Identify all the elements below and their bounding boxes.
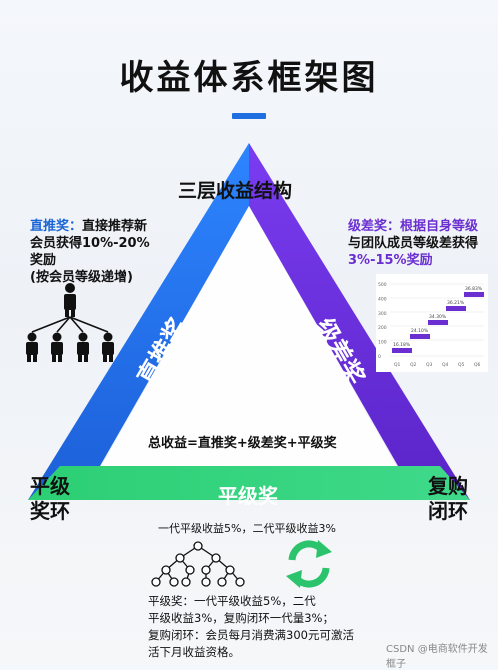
direct-bonus-description: 直推奖：直接推荐新会员获得10%-20%奖励 (按会员等级递增) bbox=[30, 218, 150, 286]
mini-chart-y-tick: 100 bbox=[378, 340, 387, 346]
mini-chart-bar-label: 24.10% bbox=[411, 328, 429, 334]
structure-title: 三层收益结构 bbox=[178, 180, 293, 202]
flat-loop-line-2: 奖环 bbox=[30, 499, 70, 523]
level-diff-side bbox=[249, 143, 470, 500]
mini-chart-x-tick: Q5 bbox=[458, 362, 465, 368]
mini-chart-bar bbox=[410, 334, 430, 339]
mini-chart-bar-label: 16.18% bbox=[393, 342, 411, 348]
level-diff-mini-chart: 500 400 300 200 100 0 Q1 Q2 Q3 Q4 Q5 Q6 16.18% 24.1… bbox=[376, 274, 488, 372]
people-hierarchy-icon bbox=[26, 283, 114, 362]
mini-chart-bar-label: 34.30% bbox=[429, 314, 447, 320]
network-tree-icon bbox=[151, 541, 245, 587]
refresh-cycle-icon bbox=[286, 540, 332, 588]
explanation-line-3: 复购闭环：会员每月消费满300元可激活 bbox=[148, 628, 354, 642]
explanation-line-2: 平级收益3%，复购闭环一代量3%； bbox=[148, 611, 334, 625]
mini-chart-bar bbox=[428, 320, 448, 325]
mini-chart-bar-label: 36.21% bbox=[447, 300, 465, 306]
flat-bonus-base bbox=[28, 466, 470, 500]
mini-chart-bar bbox=[464, 292, 484, 297]
direct-bonus-side bbox=[28, 143, 249, 500]
generation-rates: 一代平级收益5%，二代平级收益3% bbox=[158, 522, 336, 535]
repurchase-loop-corner-label: 复购 闭环 bbox=[428, 474, 468, 524]
repurchase-line-2: 闭环 bbox=[428, 499, 468, 523]
mini-chart-y-tick: 200 bbox=[378, 325, 387, 331]
level-diff-head: 级差奖：根据自身等级 bbox=[348, 219, 479, 234]
explanation-line-4: 活下月收益资格。 bbox=[148, 645, 240, 659]
mini-chart-x-tick: Q6 bbox=[474, 362, 481, 368]
direct-bonus-head: 直推奖： bbox=[30, 219, 83, 234]
mini-chart-bar bbox=[392, 348, 412, 353]
total-formula: 总收益=直推奖+级差奖+平级奖 bbox=[148, 436, 337, 451]
mini-chart-y-tick: 300 bbox=[378, 311, 387, 317]
mini-chart-y-tick: 400 bbox=[378, 296, 387, 302]
direct-bonus-body: 直接推荐新会员获得10%-20%奖励 bbox=[30, 219, 150, 268]
mini-chart-x-tick: Q4 bbox=[442, 362, 449, 368]
level-diff-highlight: 3%-15%奖励 bbox=[348, 253, 433, 268]
direct-bonus-note: (按会员等级递增) bbox=[30, 270, 133, 285]
page-title: 收益体系框架图 bbox=[119, 58, 379, 98]
level-diff-body: 与团队成员等级差获得 bbox=[348, 236, 479, 251]
level-diff-description: 级差奖：根据自身等级 与团队成员等级差获得 3%-15%奖励 bbox=[348, 218, 488, 269]
title-underline bbox=[232, 113, 266, 119]
repurchase-line-1: 复购 bbox=[428, 474, 468, 498]
flat-loop-line-1: 平级 bbox=[30, 474, 70, 498]
watermark: CSDN @电商软件开发 框子 bbox=[386, 644, 488, 670]
mini-chart-y-tick: 0 bbox=[378, 354, 381, 360]
mini-chart-y-tick: 500 bbox=[378, 282, 387, 288]
mini-chart-bar bbox=[446, 306, 466, 311]
mini-chart-x-tick: Q2 bbox=[410, 362, 417, 368]
explanation-line-1: 平级奖：一代平级收益5%，二代 bbox=[148, 594, 316, 608]
flat-loop-corner-label: 平级 奖环 bbox=[30, 474, 70, 524]
mini-chart-x-tick: Q1 bbox=[394, 362, 401, 368]
flat-bonus-base-label: 平级奖 bbox=[218, 484, 278, 508]
mini-chart-bar-label: 36.83% bbox=[465, 286, 483, 292]
mini-chart-x-tick: Q3 bbox=[426, 362, 433, 368]
flat-bonus-explanation: 平级奖：一代平级收益5%，二代 平级收益3%，复购闭环一代量3%； 复购闭环：会… bbox=[148, 593, 378, 661]
